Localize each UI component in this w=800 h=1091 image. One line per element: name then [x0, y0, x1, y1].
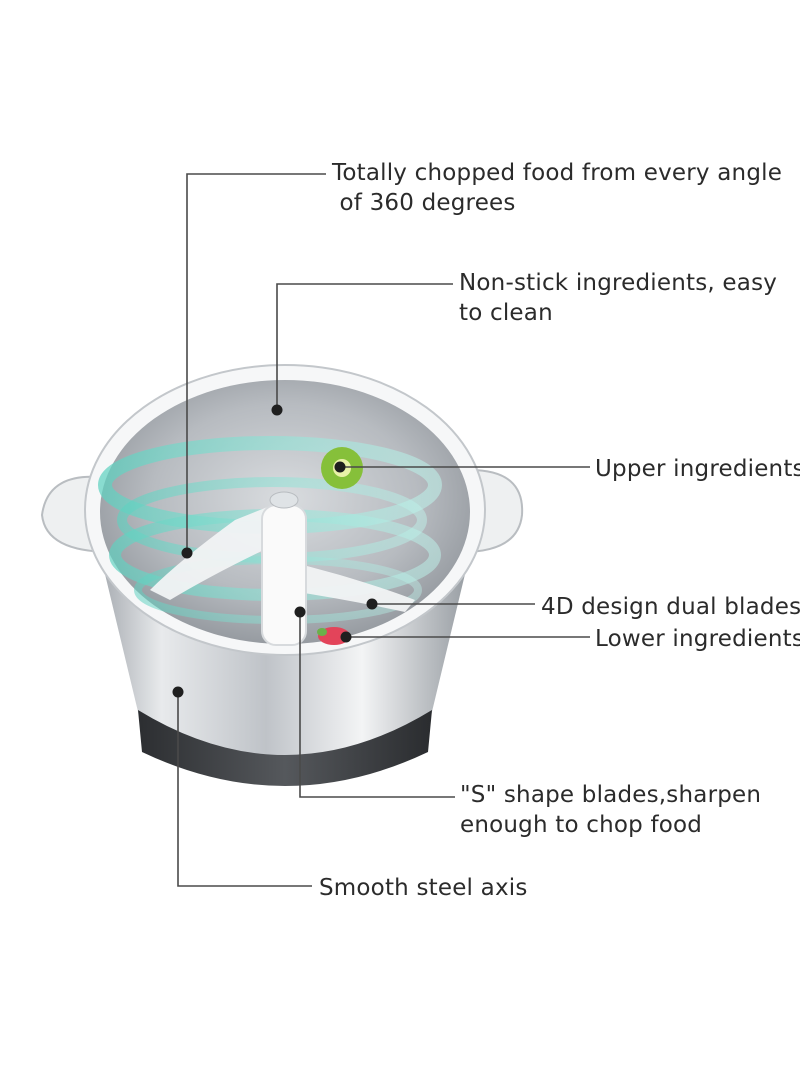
callout-upper-ingredients: Upper ingredients [595, 456, 800, 482]
callout-non-stick-line1: Non-stick ingredients, easy [459, 270, 778, 296]
callout-leader-lines [177, 173, 590, 887]
bowl-base-ring [138, 710, 432, 786]
callout-lower-ingredients: Lower ingredients [595, 626, 800, 652]
callout-dots [172, 404, 378, 698]
callout-s-blades-line2: enough to chop food [460, 812, 703, 838]
callout-s-blades: "S" shape blades,sharpen enough to chop … [460, 780, 761, 840]
callout-360-chop-line1: Totally chopped food from every angle [332, 160, 783, 186]
callout-non-stick: Non-stick ingredients, easy to clean [459, 268, 777, 328]
callout-steel-axis: Smooth steel axis [319, 875, 528, 901]
callout-dual-blades: 4D design dual blades [541, 594, 800, 620]
callout-360-chop: Totally chopped food from every angle of… [332, 158, 782, 218]
callout-non-stick-line2: to clean [459, 300, 553, 326]
callout-360-chop-line2: of 360 degrees [332, 190, 516, 216]
callout-s-blades-line1: "S" shape blades,sharpen [460, 782, 762, 808]
